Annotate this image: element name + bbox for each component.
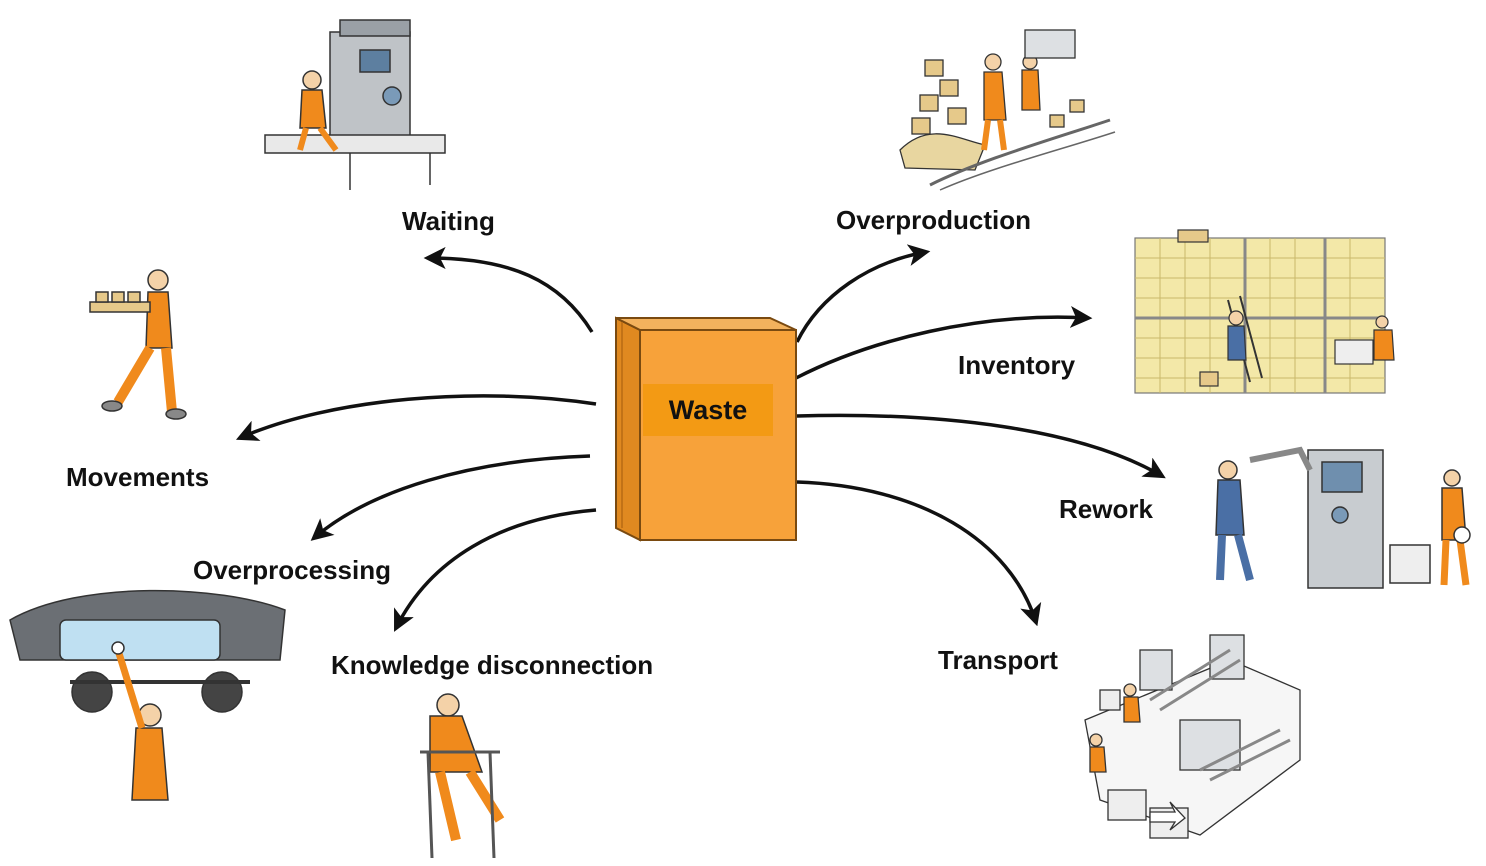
- illustration-knowledge: [420, 693, 505, 859]
- arrow-inventory: [795, 306, 1093, 380]
- label-rework: Rework: [1059, 494, 1153, 524]
- label-transport: Transport: [938, 645, 1058, 675]
- label-waiting: Waiting: [402, 206, 495, 236]
- center-label: Waste: [643, 384, 773, 436]
- arrow-overproduction: [795, 244, 931, 343]
- arrow-rework: [796, 413, 1166, 479]
- illustration-transport: [1084, 634, 1301, 839]
- label-knowledge-disconnection: Knowledge disconnection: [331, 650, 654, 680]
- illustration-inventory: [1134, 229, 1395, 394]
- label-inventory: Inventory: [958, 350, 1076, 380]
- label-overprocessing: Overprocessing: [193, 555, 391, 585]
- arrow-waiting: [423, 247, 594, 333]
- illustration-rework: [1215, 446, 1471, 589]
- arrow-knowledge: [394, 508, 597, 632]
- illustration-waiting: [264, 19, 446, 190]
- arrow-overprocessing: [310, 454, 591, 541]
- arrows: [235, 244, 1166, 632]
- illustration-overproduction: [899, 29, 1116, 191]
- label-movements: Movements: [66, 462, 210, 492]
- illustration-movements: [89, 269, 187, 420]
- label-overproduction: Overproduction: [836, 205, 1032, 235]
- illustration-overprocessing: [9, 589, 286, 801]
- arrow-movements: [235, 394, 597, 441]
- arrow-transport: [796, 480, 1042, 627]
